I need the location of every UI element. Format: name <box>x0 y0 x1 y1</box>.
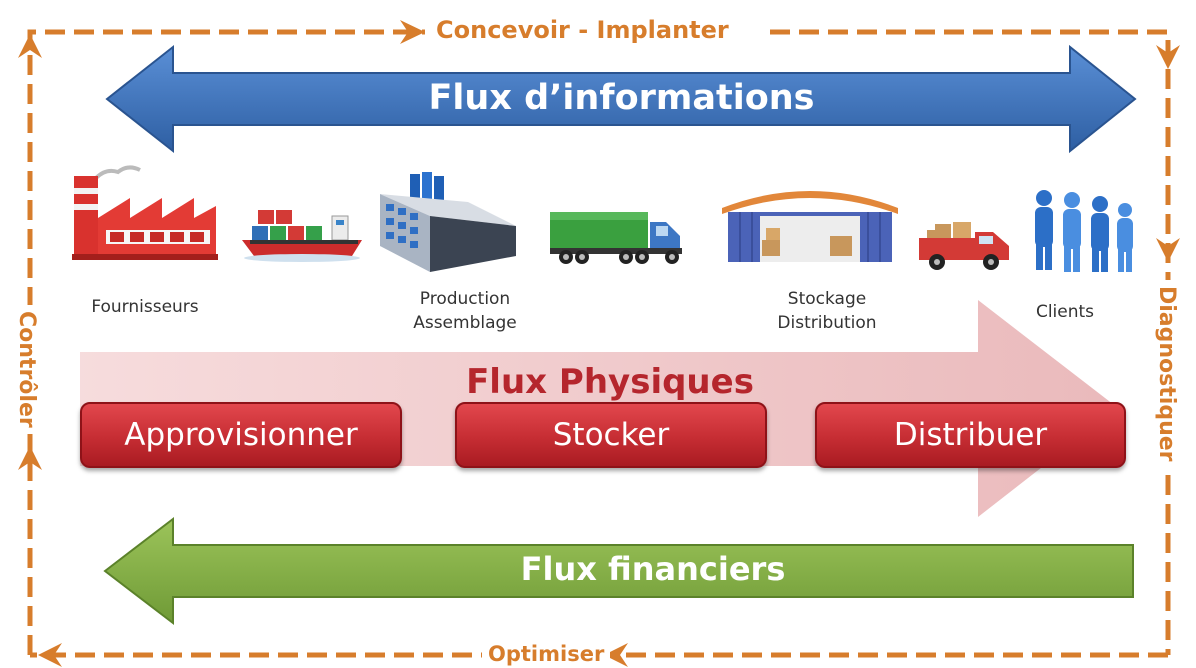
cycle-label-top: Concevoir - Implanter <box>430 16 735 44</box>
stage-production: Production Assemblage <box>413 289 517 333</box>
cycle-arrowhead-bottom <box>604 643 628 667</box>
cycle-arrowhead-top-left <box>18 34 42 58</box>
information-flow-label: Flux d’informations <box>428 78 815 118</box>
cycle-arrowhead-top <box>400 20 425 44</box>
cycle-arrowhead-bottom-left <box>38 643 62 667</box>
cycle-label-bottom: Optimiser <box>482 640 611 668</box>
delivery-van-icon <box>919 222 1009 270</box>
cycle-label-left: Contrôler <box>14 305 39 434</box>
warehouse-icon <box>722 191 898 262</box>
stage-stockage: Stockage Distribution <box>777 289 877 333</box>
cycle-arrowhead-right <box>1156 238 1180 262</box>
truck-icon <box>550 212 682 264</box>
financial-flow-label: Flux financiers <box>520 550 786 588</box>
production-building-icon <box>380 172 516 272</box>
action-distribuer: Distribuer <box>815 402 1126 468</box>
cycle-arrowhead-left <box>18 446 42 470</box>
action-stocker: Stocker <box>455 402 767 468</box>
action-approvisionner: Approvisionner <box>80 402 402 468</box>
factory-icon <box>72 165 218 260</box>
stage-fournisseurs: Fournisseurs <box>91 297 199 317</box>
physical-flow-label: Flux Physiques <box>466 362 754 402</box>
stage-clients: Clients <box>1035 302 1095 322</box>
cargo-ship-icon <box>242 210 362 262</box>
cycle-arrowhead-top-right <box>1156 45 1180 69</box>
cycle-label-right: Diagnostiquer <box>1154 280 1179 468</box>
customers-icon <box>1035 190 1133 272</box>
